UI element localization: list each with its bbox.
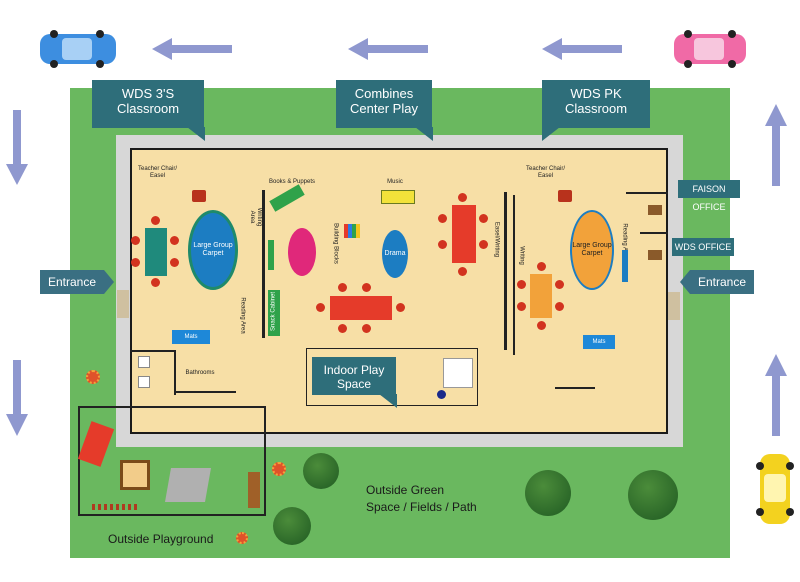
chair <box>131 258 140 267</box>
wall-bottom-right <box>555 387 595 389</box>
center-table <box>330 296 392 320</box>
chair <box>396 303 405 312</box>
chair <box>555 302 564 311</box>
chair <box>338 283 347 292</box>
wall-bathroom-bottom <box>176 391 236 393</box>
arrow-left-icon <box>348 38 428 60</box>
arrow-down-icon <box>6 360 28 436</box>
chair <box>438 214 447 223</box>
chair <box>537 321 546 330</box>
sandbox-icon <box>120 460 150 490</box>
wall-left-divider <box>262 190 265 338</box>
twister-mat <box>443 358 473 388</box>
office-desk-1 <box>648 205 662 215</box>
music-mat <box>381 190 415 204</box>
tree-icon <box>273 507 311 545</box>
drama-carpet: Drama <box>382 230 408 278</box>
table-right <box>530 274 552 318</box>
chair <box>517 302 526 311</box>
flower-icon <box>86 370 100 384</box>
wall-right-divider-2 <box>513 195 515 355</box>
teacher-chair-left <box>192 190 206 202</box>
flower-icon <box>236 532 248 544</box>
wall-bathroom-side <box>174 350 176 395</box>
wall-bathroom-top <box>130 350 174 352</box>
callout-wds-3s: WDS 3'S Classroom <box>92 80 205 141</box>
chair <box>338 324 347 333</box>
outside-playground-label: Outside Playground <box>108 532 214 546</box>
office-desk-2 <box>648 250 662 260</box>
snack-cabinet <box>268 290 280 336</box>
chair <box>479 240 488 249</box>
large-group-carpet-right: Large Group Carpet <box>570 210 614 290</box>
ball <box>437 390 446 399</box>
playground-fence <box>78 406 266 516</box>
wall-office <box>626 192 668 194</box>
chair <box>316 303 325 312</box>
car-yellow-icon <box>756 454 794 524</box>
chair <box>151 278 160 287</box>
entrance-left: Entrance <box>40 270 114 294</box>
arrow-up-icon <box>765 104 787 186</box>
wall-right-divider <box>504 192 507 350</box>
music-label: Music <box>387 179 403 185</box>
outside-green-label: Outside Green Space / Fields / Path <box>366 483 477 514</box>
car-pink-icon <box>674 30 746 68</box>
bench <box>248 472 260 508</box>
toilet-2 <box>138 376 150 388</box>
books-puppets-label: Books & Puppets <box>268 179 316 185</box>
mats-left: Mats <box>172 330 210 344</box>
teacher-chair-right <box>558 190 572 202</box>
faison-office-label: FAISON OFFICE <box>678 180 740 212</box>
chair <box>438 240 447 249</box>
chair <box>517 280 526 289</box>
chair <box>362 324 371 333</box>
tree-icon <box>628 470 678 520</box>
indoor-play-label: Indoor Play Space <box>312 357 397 408</box>
table-left <box>145 228 167 276</box>
chair <box>537 262 546 271</box>
chair <box>131 236 140 245</box>
chair <box>458 267 467 276</box>
large-group-carpet-left: Large Group Carpet <box>188 210 238 290</box>
entrance-right: Entrance <box>680 270 754 294</box>
toilet-1 <box>138 356 150 368</box>
teacher-chair-right-label: Teacher Chair/ Easel <box>525 166 566 179</box>
right-door <box>668 292 680 320</box>
mats-right: Mats <box>583 335 615 349</box>
arrow-up-icon <box>765 354 787 436</box>
wall-office-2 <box>640 232 668 234</box>
tree-icon <box>303 453 339 489</box>
reading-shelf-right <box>622 250 628 282</box>
chair <box>555 280 564 289</box>
puppet-carpet <box>288 228 316 276</box>
arrow-left-icon <box>152 38 232 60</box>
chair <box>362 283 371 292</box>
center-table-2 <box>452 205 476 263</box>
chair <box>170 258 179 267</box>
left-door <box>117 290 129 318</box>
callout-wds-pk: WDS PK Classroom <box>542 80 650 141</box>
chair <box>170 236 179 245</box>
arrow-down-icon <box>6 110 28 185</box>
wds-office-label: WDS OFFICE <box>672 238 734 256</box>
tree-icon <box>525 470 571 516</box>
chair <box>458 193 467 202</box>
chair <box>151 216 160 225</box>
playground-fence-bottom <box>92 504 140 510</box>
writing-shelf <box>268 240 274 270</box>
blocks <box>344 224 360 238</box>
bathrooms-label: Bathrooms <box>185 370 215 376</box>
teacher-chair-left-label: Teacher Chair/ Easel <box>137 166 178 179</box>
chair <box>479 214 488 223</box>
arrow-left-icon <box>542 38 622 60</box>
flower-icon <box>272 462 286 476</box>
callout-combined-play: Combines Center Play <box>336 80 433 141</box>
car-blue-icon <box>40 30 116 68</box>
arrows-group <box>6 38 787 436</box>
